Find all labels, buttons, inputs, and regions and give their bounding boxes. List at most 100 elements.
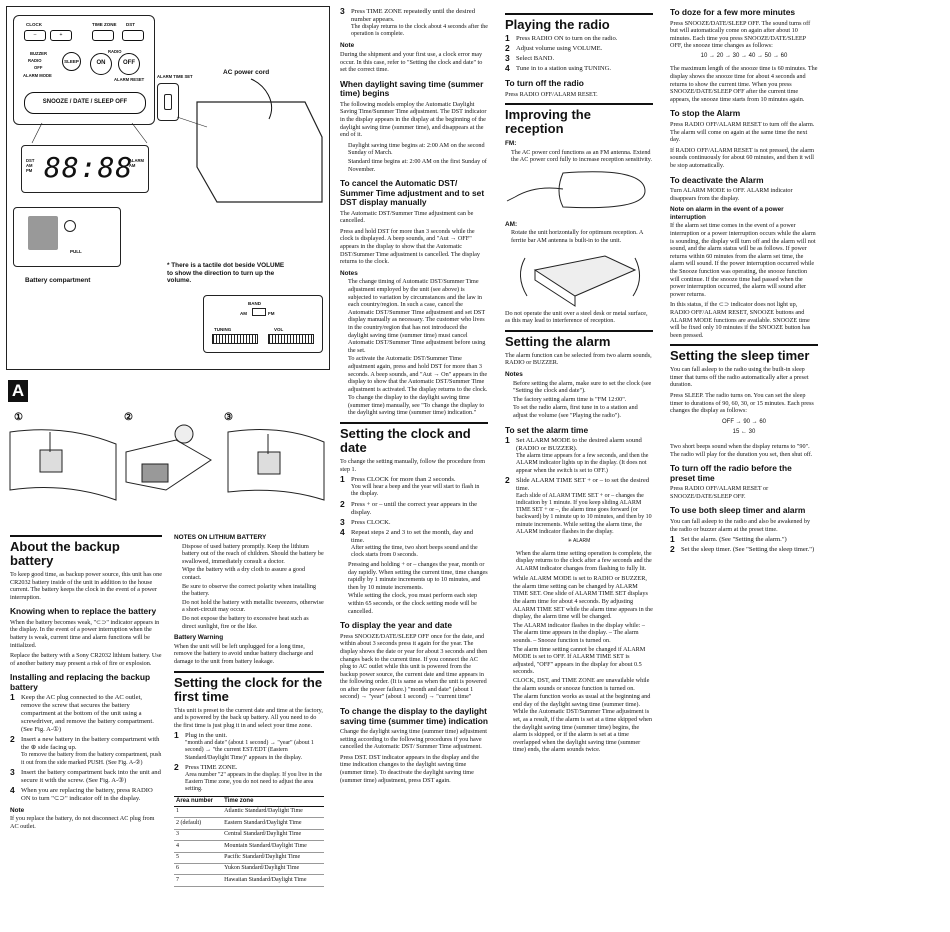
dst-notes: The change timing of Automatic DST/Summe… (340, 278, 488, 417)
dst-paragraph: The following models employ the Automati… (340, 100, 487, 139)
doze-paragraph-1: Press SNOOZE/DATE/SLEEP OFF. The sound t… (670, 19, 811, 50)
cancel-paragraph-1: The Automatic DST/Summer Time adjustment… (340, 209, 474, 225)
buzzer-label: BUZZER (30, 51, 47, 56)
power-title: Note on alarm in the event of a power in… (670, 206, 784, 221)
setdate-tips: Pressing and holding + or – changes the … (340, 561, 488, 615)
ac-cord-label: AC power cord (223, 69, 270, 76)
sleep-paragraph-2: Press SLEEP. The radio turns on. You can… (670, 392, 814, 415)
display-dst: DST (26, 158, 35, 163)
install-title: Installing and replacing the backup batt… (10, 672, 151, 692)
deactivate-title: To deactivate the Alarm (670, 174, 764, 185)
band-label: BAND (248, 301, 261, 306)
list-item: To activate the Automatic DST/Summer Tim… (348, 355, 488, 393)
doze-title: To doze for a few more minutes (670, 8, 796, 17)
band-switch[interactable] (252, 308, 266, 316)
stop-paragraph-2: If RADIO OFF/ALARM RESET is not pressed,… (670, 146, 815, 169)
change-title: To change the display to the daylight sa… (340, 706, 488, 726)
alarm-mode-label: ALARM MODE (23, 73, 52, 78)
warning-paragraph: When the unit will be left unplugged for… (174, 642, 314, 665)
table-row: 2 (default)Eastern Standard/Daylight Tim… (174, 817, 324, 830)
radio-title: Playing the radio (505, 13, 653, 32)
preset-title: To turn off the radio before the preset … (670, 463, 792, 483)
knowing-paragraph-1: When the battery becomes weak, "⊂⊃" indi… (10, 618, 160, 649)
battery-compartment-figure: PULL (13, 207, 121, 267)
sleep-sequence: OFF → 90 → 60 15 ← 30 (670, 419, 818, 437)
dst-list: Daylight saving time begins at: 2:00 AM … (340, 142, 488, 173)
fig-a-drawings (9, 424, 325, 501)
list-item: The alarm time setting cannot be changed… (513, 646, 653, 676)
setdate-paragraph: To change the setting manually, follow t… (340, 458, 486, 473)
display-am-right: AM (128, 163, 136, 168)
alarm-indicator-icon: ✳ ALARM (567, 537, 591, 544)
plus-button[interactable]: + (50, 30, 72, 41)
settime-title: To set the alarm time (505, 424, 589, 435)
timezone-button[interactable] (92, 30, 114, 41)
sleep-button[interactable]: SLEEP (62, 52, 81, 71)
display-alarm: ALARM (128, 158, 144, 163)
list-item: Standard time begins at: 2:00 AM on the … (348, 158, 488, 173)
minus-button[interactable]: – (24, 30, 46, 41)
setdate-title: Setting the clock and date (340, 422, 488, 455)
list-item: Wipe the battery with a dry cloth to ass… (182, 566, 324, 581)
list-item: Be sure to observe the correct polarity … (182, 583, 324, 598)
cancel-title: To cancel the Automatic DST/ Summer Time… (340, 178, 485, 208)
fm-paragraph: The AC power cord functions as an FM ant… (511, 148, 653, 164)
stop-paragraph-1: Press RADIO OFF/ALARM RESET to turn off … (670, 120, 815, 144)
sleep-paragraph-3: Two short beeps sound when the display r… (670, 443, 813, 458)
radio-off-button[interactable]: OFF (118, 53, 140, 75)
cancel-paragraph-2: Press and hold DST for more than 3 secon… (340, 227, 480, 266)
change-paragraph-1: Change the daylight saving time (summer … (340, 728, 487, 751)
tactile-note: * There is a tactile dot beside VOLUME t… (167, 262, 285, 285)
alarm-title: Setting the alarm (505, 329, 653, 349)
both-title: To use both sleep timer and alarm (670, 505, 806, 516)
snooze-button[interactable]: SNOOZE / DATE / SLEEP OFF (24, 92, 146, 114)
setclock-title: Setting the clock for the first time (174, 670, 324, 704)
fm-antenna-figure (505, 167, 653, 217)
notes-title: Notes (340, 269, 358, 277)
display-am: AM (26, 163, 33, 168)
volume-dial[interactable] (268, 334, 314, 344)
am-antenna-figure (505, 248, 653, 310)
dst-title: When daylight saving time (summer time) … (340, 78, 484, 99)
alarm-time-set-switch[interactable] (157, 83, 179, 121)
lithium-list: Dispose of used battery promptly. Keep t… (174, 543, 324, 631)
doze-paragraph-2: The maximum length of the snooze time is… (670, 65, 818, 103)
clock-display-figure: DST AM PM 88:88 ALARM AM (21, 145, 149, 193)
tuning-dial[interactable] (212, 334, 258, 344)
fig-a-label: A (8, 380, 28, 402)
radio-on-button[interactable]: ON (90, 53, 112, 75)
power-paragraph-1: If the alarm set time comes in the event… (670, 222, 816, 298)
display-pm: PM (26, 168, 33, 173)
diagram-panel: CLOCK TIME ZONE DST – + BUZZER RADIO OFF… (6, 6, 330, 370)
list-item: Pressing and holding + or – changes the … (348, 561, 488, 591)
column-5: To doze for a few more minutes Press SNO… (670, 8, 818, 930)
am-label: AM (240, 311, 247, 316)
knowing-title: Knowing when to replace the battery (10, 606, 157, 617)
dst-button[interactable] (122, 30, 144, 41)
alarm-notes: Before setting the alarm, make sure to s… (505, 380, 653, 420)
list-item: To set the radio alarm, first tune in to… (513, 404, 653, 419)
preset-paragraph: Press RADIO OFF/ALARM RESET or SNOOZE/DA… (670, 485, 769, 500)
about-paragraph: To keep good time, as backup power sourc… (10, 571, 162, 601)
year-title: To display the year and date (340, 620, 453, 631)
knowing-paragraph-2: Replace the battery with a Sony CR2032 l… (10, 652, 162, 667)
